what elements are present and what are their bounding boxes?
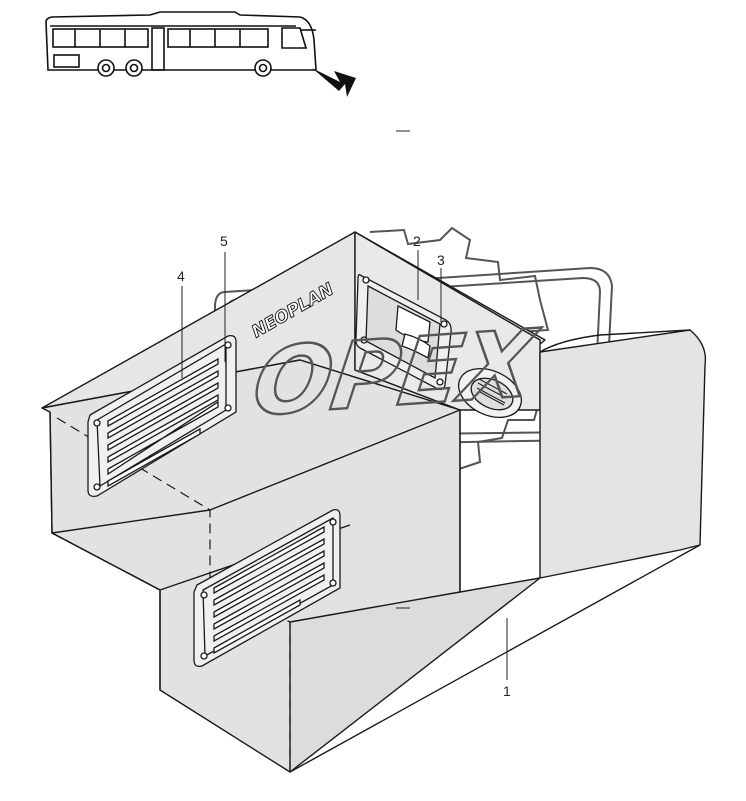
lower-ventilation-grille bbox=[193, 508, 341, 668]
callout-1: 1 bbox=[503, 683, 511, 699]
bus-side-view-icon bbox=[45, 11, 317, 77]
lamp-holder-plate bbox=[355, 273, 452, 391]
callout-4: 4 bbox=[177, 268, 185, 284]
marker-lamp bbox=[458, 368, 522, 418]
callout-5: 5 bbox=[220, 233, 228, 249]
watermark-text: OPEX bbox=[247, 309, 545, 437]
callout-2: 2 bbox=[413, 233, 421, 249]
upper-ventilation-grille bbox=[87, 334, 237, 498]
callout-leaders bbox=[181, 130, 508, 680]
arrow-pointer-icon bbox=[312, 68, 356, 97]
callout-3: 3 bbox=[437, 252, 445, 268]
